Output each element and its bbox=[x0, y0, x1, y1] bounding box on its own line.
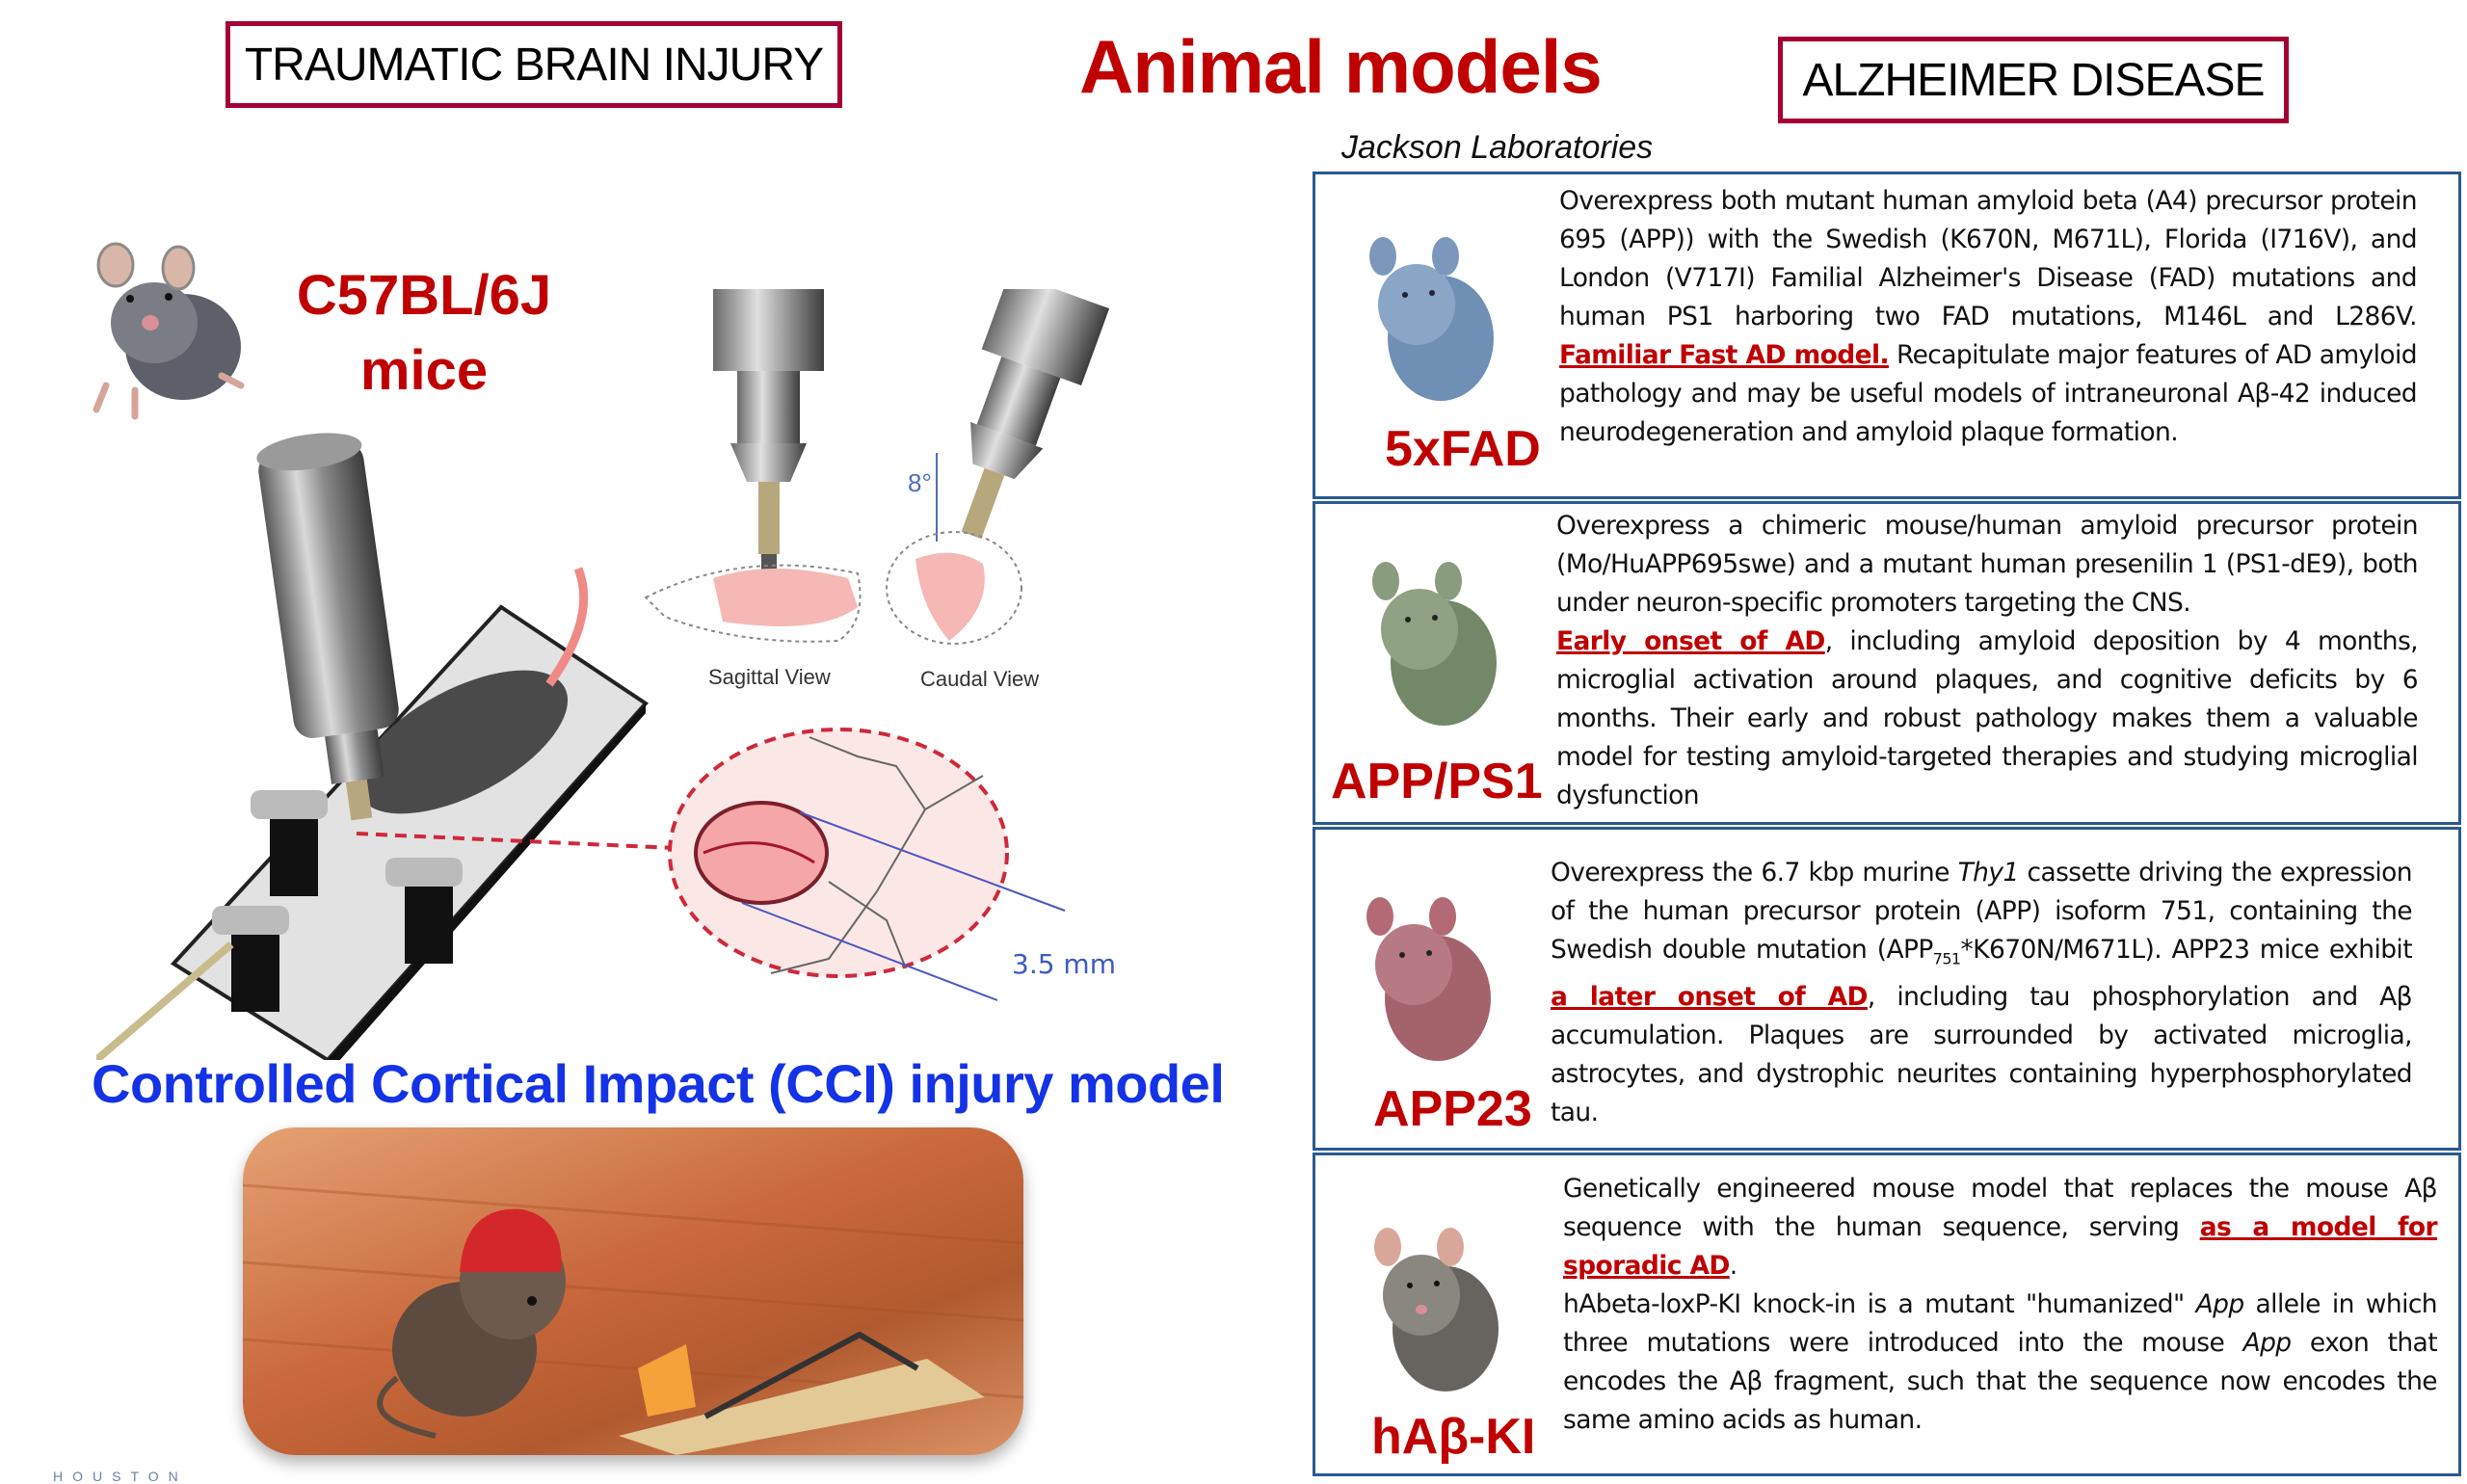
cci-device-illustration bbox=[96, 433, 676, 1060]
model-description: Overexpress a chimeric mouse/human amylo… bbox=[1556, 511, 2419, 810]
model-name: hAβ-KI bbox=[1371, 1409, 1536, 1465]
craniotomy-detail-diagram: 3.5 mm bbox=[668, 728, 1116, 1001]
model-card-5xfad: 5xFAD Overexpress both mutant human amyl… bbox=[1313, 172, 2461, 499]
model-description: Overexpress the 6.7 kbp murine Thy1 cass… bbox=[1551, 858, 2413, 1128]
ad-section-label-text: ALZHEIMER DISEASE bbox=[1802, 54, 2265, 106]
page-title: Animal models bbox=[1079, 24, 1603, 109]
app-ps1-mouse-icon bbox=[1372, 562, 1497, 726]
app23-mouse-icon bbox=[1366, 897, 1491, 1061]
habeta-ki-mouse-icon bbox=[1374, 1228, 1499, 1391]
model-description: Genetically engineered mouse model that … bbox=[1563, 1174, 2438, 1435]
model-card-app23: APP23 Overexpress the 6.7 kbp murine Thy… bbox=[1313, 827, 2461, 1151]
helmet-mouse-icon bbox=[243, 1183, 1023, 1455]
footer-logo-text: HOUSTON bbox=[53, 1469, 188, 1484]
sagittal-view-label: Sagittal View bbox=[708, 665, 831, 689]
ad-section-label: ALZHEIMER DISEASE bbox=[1778, 37, 2289, 123]
sagittal-caudal-diagram: 8° Sagittal View Caudal View bbox=[644, 289, 1110, 691]
helmet-mouse-photo bbox=[243, 1127, 1023, 1455]
model-name: APP23 bbox=[1373, 1081, 1532, 1137]
diameter-label: 3.5 mm bbox=[1012, 948, 1116, 980]
c57-mouse-icon bbox=[93, 242, 245, 420]
caudal-view-label: Caudal View bbox=[920, 667, 1039, 691]
angle-label: 8° bbox=[908, 468, 932, 497]
source-label: Jackson Laboratories bbox=[1341, 129, 1654, 166]
tbi-section-label-text: TRAUMATIC BRAIN INJURY bbox=[244, 39, 824, 91]
strain-suffix: mice bbox=[359, 339, 489, 402]
model-highlight: Familiar Fast AD model. bbox=[1559, 340, 1890, 370]
model-highlight: a later onset of AD bbox=[1551, 982, 1869, 1013]
model-name: APP/PS1 bbox=[1331, 754, 1543, 809]
cci-model-title: Controlled Cortical Impact (CCI) injury … bbox=[92, 1053, 1225, 1114]
model-highlight: Early onset of AD bbox=[1556, 626, 1825, 656]
5xfad-mouse-icon bbox=[1369, 237, 1494, 401]
strain-name: C57BL/6J bbox=[296, 264, 552, 327]
model-card-habeta-ki: hAβ-KI Genetically engineered mouse mode… bbox=[1313, 1153, 2461, 1476]
model-card-app-ps1: APP/PS1 Overexpress a chimeric mouse/hum… bbox=[1313, 501, 2461, 825]
model-highlight: as a model for sporadic AD bbox=[1563, 1212, 2438, 1281]
tbi-section-label: TRAUMATIC BRAIN INJURY bbox=[225, 21, 842, 108]
model-name: 5xFAD bbox=[1385, 421, 1541, 477]
model-description: Overexpress both mutant human amyloid be… bbox=[1559, 186, 2418, 447]
strain-label: C57BL/6J mice bbox=[279, 258, 569, 409]
